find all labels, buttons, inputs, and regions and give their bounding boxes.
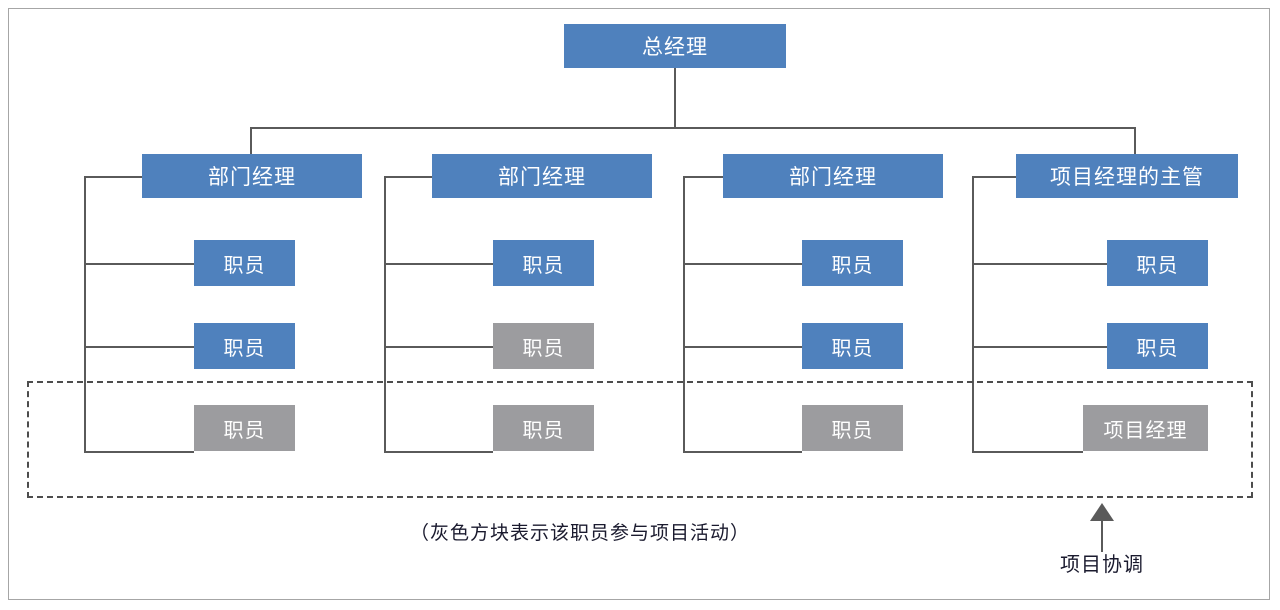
project-participation-zone (27, 381, 1253, 498)
connector-branch-col4-report1 (972, 263, 1107, 265)
connector-spine-col4 (972, 176, 974, 453)
node-general-manager[interactable]: 总经理 (564, 24, 786, 68)
connector-spine-col3 (683, 176, 685, 453)
node-staff-c3-r3[interactable]: 职员 (802, 405, 903, 451)
arrow-stem (1101, 516, 1103, 552)
diagram-caption: （灰色方块表示该职员参与项目活动） (409, 523, 750, 544)
connector-branch-col1-report2 (84, 346, 194, 348)
diagram-frame (8, 8, 1270, 600)
connector-spine-col1 (84, 176, 86, 453)
node-project-manager[interactable]: 项目经理 (1083, 405, 1208, 451)
node-department-manager-2[interactable]: 部门经理 (432, 154, 652, 198)
connector-branch-col3-report3 (683, 451, 802, 453)
connector-top-drop (674, 68, 676, 128)
connector-branch-col2-report3 (384, 451, 493, 453)
node-staff-c2-r3[interactable]: 职员 (493, 405, 594, 451)
node-staff-c4-r1[interactable]: 职员 (1107, 240, 1208, 286)
node-staff-c1-r1[interactable]: 职员 (194, 240, 295, 286)
connector-branch-col1-report1 (84, 263, 194, 265)
connector-top-bus (250, 127, 1136, 129)
connector-branch-col1-report3 (84, 451, 194, 453)
connector-branch-col2-manager (384, 176, 432, 178)
node-staff-c1-r2[interactable]: 职员 (194, 323, 295, 369)
node-staff-c2-r1[interactable]: 职员 (493, 240, 594, 286)
connector-branch-col2-report2 (384, 346, 493, 348)
annotation-label: 项目协调 (1060, 554, 1144, 576)
connector-branch-col3-report2 (683, 346, 802, 348)
connector-bus-drop-left (250, 127, 252, 176)
connector-branch-col3-manager (683, 176, 723, 178)
connector-branch-col3-report1 (683, 263, 802, 265)
node-staff-c3-r1[interactable]: 职员 (802, 240, 903, 286)
up-arrow-icon (1090, 503, 1114, 521)
node-staff-c4-r2[interactable]: 职员 (1107, 323, 1208, 369)
node-staff-c3-r2[interactable]: 职员 (802, 323, 903, 369)
connector-branch-col1-manager (84, 176, 142, 178)
connector-spine-col2 (384, 176, 386, 453)
connector-branch-col2-report1 (384, 263, 493, 265)
node-staff-c1-r3[interactable]: 职员 (194, 405, 295, 451)
connector-branch-col4-report2 (972, 346, 1107, 348)
node-staff-c2-r2[interactable]: 职员 (493, 323, 594, 369)
node-department-manager-1[interactable]: 部门经理 (142, 154, 362, 198)
connector-bus-drop-right (1134, 127, 1136, 176)
connector-branch-col4-report3 (972, 451, 1083, 453)
node-project-manager-supervisor[interactable]: 项目经理的主管 (1016, 154, 1238, 198)
node-department-manager-3[interactable]: 部门经理 (723, 154, 943, 198)
connector-branch-col4-manager (972, 176, 1016, 178)
